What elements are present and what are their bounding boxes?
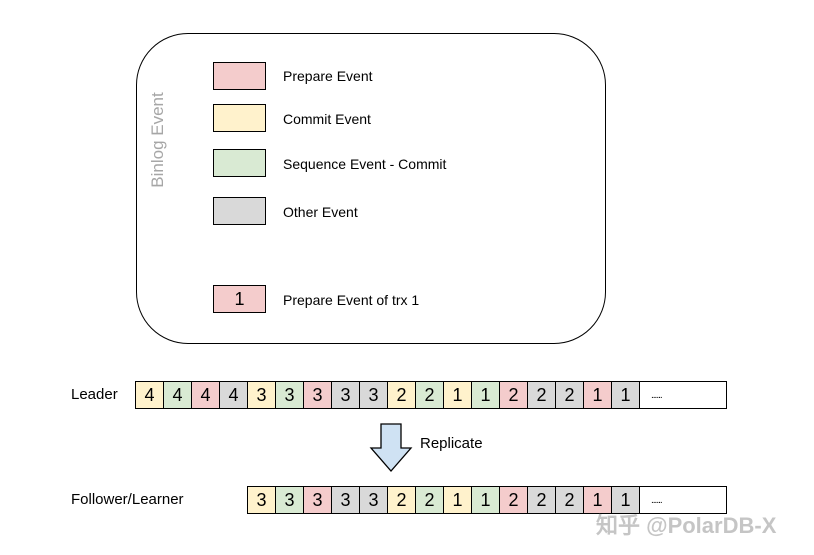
event-cell-other: 3	[360, 382, 388, 408]
event-cell-other: 1	[612, 382, 640, 408]
legend-swatch-sequence	[213, 149, 266, 177]
event-cell-prepare: 3	[304, 382, 332, 408]
legend-swatch-prepare	[213, 62, 266, 90]
event-cell-prepare: 1	[584, 382, 612, 408]
event-cell-other: 3	[332, 487, 360, 513]
event-cell-other: 3	[360, 487, 388, 513]
replicate-label: Replicate	[420, 435, 483, 452]
legend-label-sequence: Sequence Event - Commit	[283, 156, 447, 172]
legend-box	[136, 33, 606, 344]
leader-label: Leader	[71, 386, 118, 403]
event-cell-other: 2	[528, 487, 556, 513]
event-cell-other: 3	[332, 382, 360, 408]
event-cell-sequence: 4	[164, 382, 192, 408]
legend-swatch-commit	[213, 104, 266, 132]
legend-swatch-number: 1	[234, 288, 245, 309]
legend-label-prepare-trx1: Prepare Event of trx 1	[283, 292, 420, 308]
event-cell-prepare: 2	[500, 382, 528, 408]
event-cell-sequence: 1	[472, 382, 500, 408]
event-cell-commit: 3	[248, 487, 276, 513]
legend-label-commit: Commit Event	[283, 111, 371, 127]
legend-label-other: Other Event	[283, 204, 358, 220]
event-strip-ellipsis: ......	[651, 494, 663, 506]
event-cell-sequence: 3	[276, 382, 304, 408]
legend-swatch-other	[213, 197, 266, 225]
event-cell-commit: 1	[444, 487, 472, 513]
event-cell-sequence: 1	[472, 487, 500, 513]
event-cell-sequence: 2	[416, 487, 444, 513]
legend-label-prepare: Prepare Event	[283, 68, 373, 84]
replicate-arrow-icon	[369, 423, 413, 472]
event-cell-prepare: 1	[584, 487, 612, 513]
follower-label: Follower/Learner	[71, 491, 184, 508]
event-cell-sequence: 2	[416, 382, 444, 408]
event-cell-other: 1	[612, 487, 640, 513]
event-cell-other: 2	[528, 382, 556, 408]
event-cell-prepare: 4	[192, 382, 220, 408]
event-cell-commit: 4	[136, 382, 164, 408]
event-cell-other: 4	[220, 382, 248, 408]
watermark: 知乎 @PolarDB-X	[596, 513, 777, 538]
event-cell-other: 2	[556, 382, 584, 408]
event-cell-commit: 2	[388, 382, 416, 408]
event-cell-prepare: 2	[500, 487, 528, 513]
event-cell-commit: 2	[388, 487, 416, 513]
legend-swatch-prepare-trx1: 1	[213, 285, 266, 313]
event-cell-commit: 3	[248, 382, 276, 408]
event-cell-prepare: 3	[304, 487, 332, 513]
event-cell-other: 2	[556, 487, 584, 513]
event-cell-sequence: 3	[276, 487, 304, 513]
legend-title: Binlog Event	[148, 92, 167, 188]
event-strip-ellipsis: ......	[651, 389, 663, 401]
event-cell-commit: 1	[444, 382, 472, 408]
